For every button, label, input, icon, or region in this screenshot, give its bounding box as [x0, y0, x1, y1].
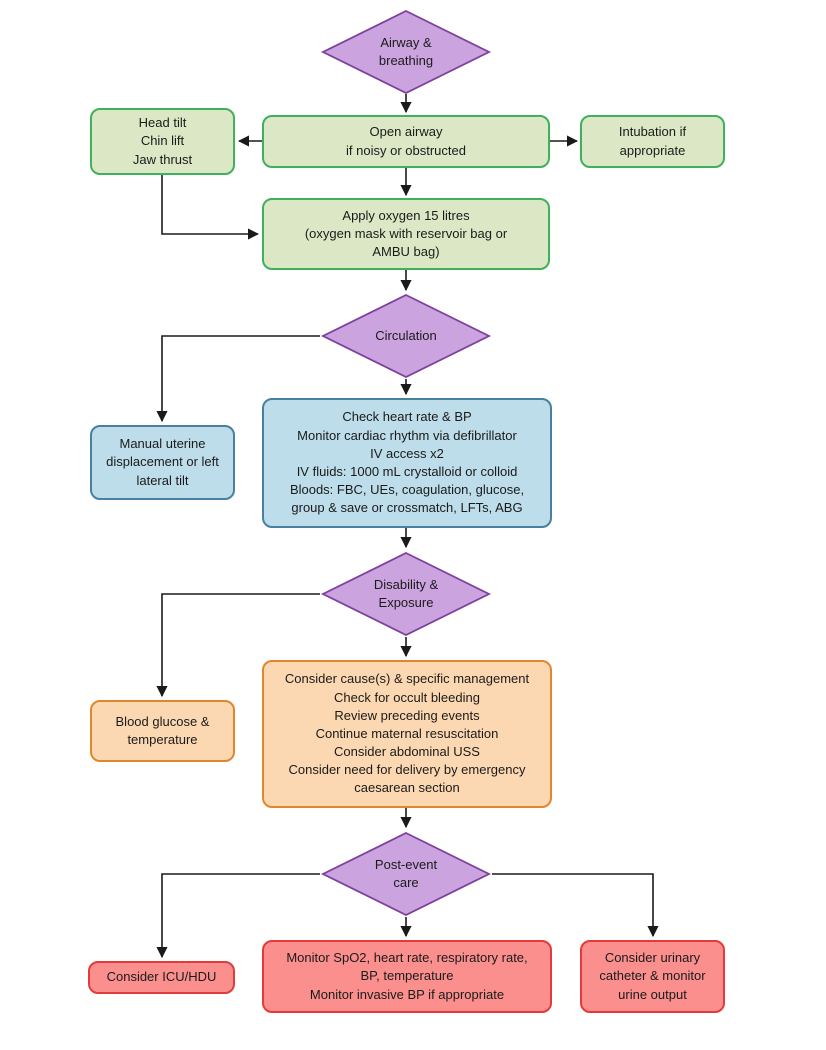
step-apply-oxygen: Apply oxygen 15 litres (oxygen mask with… — [262, 198, 550, 270]
connector-circulation-to-uterine — [156, 335, 320, 423]
decision-circulation: Circulation — [320, 293, 492, 379]
step-consider-icu: Consider ICU/HDU — [88, 961, 235, 994]
decision-disability-exposure: Disability & Exposure — [320, 551, 492, 637]
diamond-shape — [320, 831, 492, 917]
step-monitor-vitals-label: Monitor SpO2, heart rate, respiratory ra… — [286, 950, 528, 1002]
step-uterine-displacement: Manual uterine displacement or left late… — [90, 425, 235, 500]
connector-postevent-to-urinary — [156, 873, 320, 959]
decision-post-event-care: Post-event care — [320, 831, 492, 917]
decision-post-event-care-label: Post-event care — [374, 857, 438, 890]
diamond-shape — [320, 551, 492, 637]
step-uterine-displacement-label: Manual uterine displacement or left late… — [106, 436, 219, 488]
step-cause-management: Consider cause(s) & specific management … — [262, 660, 552, 808]
step-intubation: Intubation if appropriate — [580, 115, 725, 168]
diamond-shape — [320, 293, 492, 379]
connector-disability-to-glucose — [156, 593, 320, 698]
step-open-airway: Open airway if noisy or obstructed — [262, 115, 550, 168]
diamond-shape — [320, 9, 492, 95]
step-blood-glucose: Blood glucose & temperature — [90, 700, 235, 762]
step-circulation-actions: Check heart rate & BP Monitor cardiac rh… — [262, 398, 552, 528]
step-head-tilt-label: Head tilt Chin lift Jaw thrust — [132, 115, 193, 167]
decision-airway-breathing: Airway & breathing — [320, 9, 492, 95]
step-head-tilt: Head tilt Chin lift Jaw thrust — [90, 108, 235, 175]
step-blood-glucose-label: Blood glucose & temperature — [115, 713, 210, 747]
step-urinary-catheter-label: Consider urinary catheter & monitor urin… — [599, 950, 706, 1002]
step-cause-management-label: Consider cause(s) & specific management … — [284, 671, 530, 796]
connector-postevent-to-icu — [492, 873, 659, 938]
step-intubation-label: Intubation if appropriate — [618, 124, 687, 158]
connector-headtilt-to-oxygen — [161, 175, 260, 240]
decision-airway-breathing-label: Airway & breathing — [378, 35, 434, 68]
step-monitor-vitals: Monitor SpO2, heart rate, respiratory ra… — [262, 940, 552, 1013]
decision-disability-exposure-label: Disability & Exposure — [373, 577, 439, 610]
step-consider-icu-label: Consider ICU/HDU — [106, 969, 217, 985]
step-urinary-catheter: Consider urinary catheter & monitor urin… — [580, 940, 725, 1013]
step-apply-oxygen-label: Apply oxygen 15 litres (oxygen mask with… — [304, 207, 508, 260]
step-open-airway-label: Open airway if noisy or obstructed — [346, 124, 466, 158]
decision-circulation-label: Circulation — [375, 328, 437, 344]
step-circulation-actions-label: Check heart rate & BP Monitor cardiac rh… — [289, 409, 525, 516]
